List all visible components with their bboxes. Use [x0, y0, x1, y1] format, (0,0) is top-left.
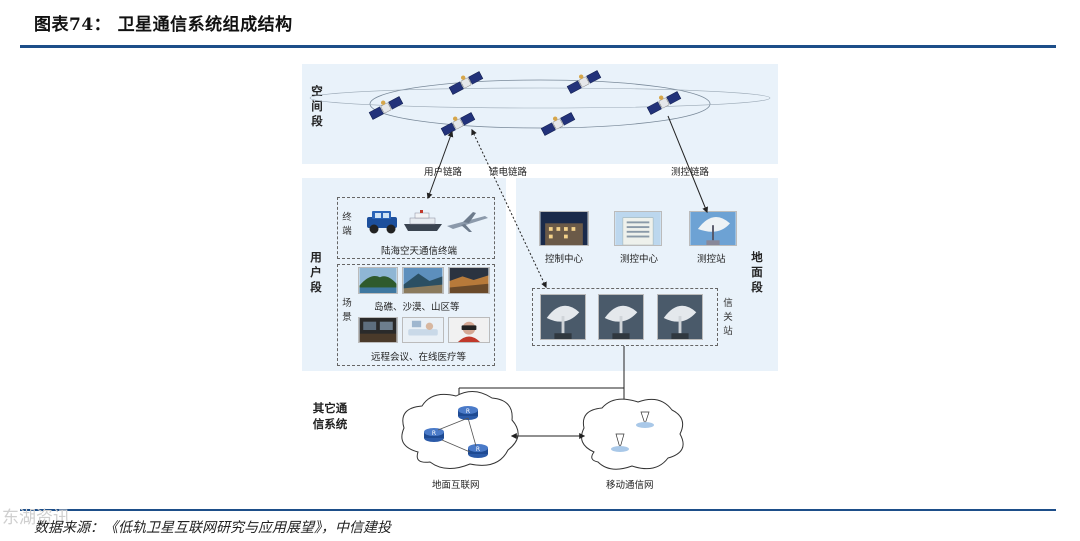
cell-tower-icon — [636, 411, 654, 428]
meeting-photo — [358, 317, 398, 343]
jeep-icon — [367, 211, 397, 234]
scene-caption-2: 远程会议、在线医疗等 — [371, 352, 467, 363]
ttc-station-label: 测控站 — [697, 254, 726, 265]
scene-caption-1: 岛礁、沙漠、山区等 — [374, 302, 460, 313]
ttc-center-photo — [614, 211, 662, 246]
control-center-photo — [539, 211, 589, 246]
ship-icon — [404, 210, 442, 231]
ttc-center-label: 测控中心 — [620, 254, 659, 265]
medical-photo — [402, 317, 444, 343]
ttc-link-label: 测控链路 — [671, 167, 710, 178]
mobile-network-cloud — [581, 398, 684, 470]
svg-text:R: R — [476, 446, 480, 453]
router-icon: R — [468, 444, 488, 458]
satellite-icon — [446, 67, 484, 96]
control-center-label: 控制中心 — [545, 254, 584, 265]
user-segment-label: 用户段 — [310, 250, 322, 294]
svg-text:R: R — [466, 408, 470, 415]
gateway-label: 信关站 — [723, 298, 733, 337]
other-systems-label: 其它通信系统 — [312, 401, 348, 431]
footer-rule — [20, 509, 1056, 511]
scene-group — [337, 264, 495, 366]
mobile-network-label: 移动通信网 — [606, 480, 654, 491]
terrestrial-internet-cloud — [401, 391, 519, 469]
terrestrial-internet-label: 地面互联网 — [432, 480, 480, 491]
figure-title: 图表74： 卫星通信系统组成结构 — [34, 15, 293, 35]
terminal-caption: 陆海空天通信终端 — [381, 246, 458, 257]
satellite-icon — [438, 108, 476, 137]
space-segment-label: 空间段 — [311, 84, 323, 128]
ttc-station-photo — [689, 211, 737, 246]
router-icon: R — [458, 406, 478, 420]
gateway-dish-photo — [598, 294, 644, 340]
gateway-group — [532, 288, 718, 346]
cell-tower-icon — [611, 433, 629, 452]
svg-text:R: R — [432, 430, 436, 437]
header-rule — [20, 45, 1056, 48]
desert-photo — [402, 267, 444, 294]
gateway-dish-photo — [657, 294, 703, 340]
scene-label: 场景 — [342, 298, 352, 323]
island-photo — [358, 267, 398, 294]
gateway-dish-photo — [540, 294, 586, 340]
terminal-label: 终端 — [342, 212, 352, 237]
ground-segment-label: 地面段 — [751, 250, 763, 294]
source-note: 数据来源：《低轨卫星互联网研究与应用展望》，中信建投 — [34, 520, 391, 536]
satellite-icon — [644, 87, 682, 116]
router-icon: R — [424, 428, 444, 442]
watermark: 东湖资讯 — [2, 508, 70, 528]
vr-photo — [448, 317, 490, 343]
satellite-icon — [366, 92, 404, 121]
satellite-icon — [538, 108, 576, 137]
